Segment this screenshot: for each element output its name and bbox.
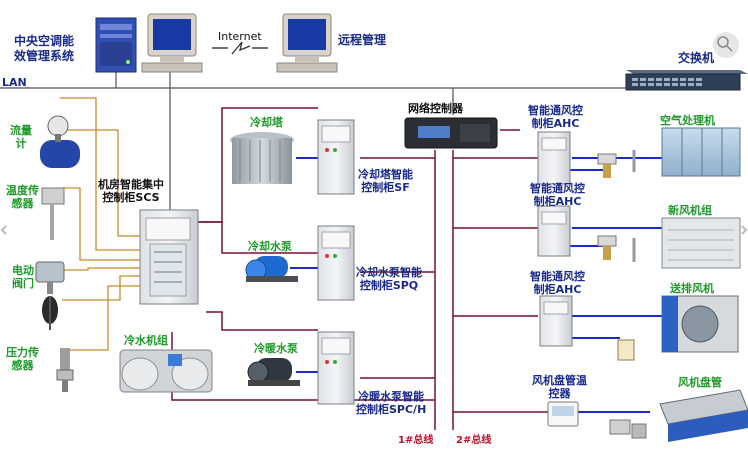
actuator-valve-icon <box>597 235 636 262</box>
server-tower-icon <box>95 17 137 73</box>
switch-label: 交换机 <box>678 51 715 65</box>
zoom-in-icon[interactable] <box>713 32 739 58</box>
flow-meter-icon <box>40 115 80 168</box>
bus1-label: 1#总线 <box>398 435 434 446</box>
cooling-tower-icon <box>230 132 294 184</box>
ahc-cabinet-icon <box>537 205 571 257</box>
internet-bolt-icon <box>231 41 251 55</box>
crt-monitor-icon <box>141 13 203 73</box>
temp-sensor-label: 温度传 感器 <box>6 184 39 210</box>
ahc-cabinet-icon <box>539 295 573 347</box>
cooling-pump-label: 冷却水泵 <box>248 240 292 253</box>
scs-label: 机房智能集中 控制柜SCS <box>98 178 164 204</box>
cooling-tower-label: 冷却塔 <box>250 116 283 129</box>
chilled-pump-icon <box>247 358 300 386</box>
ahc1-label: 智能通风控 制柜AHC <box>528 104 583 130</box>
central-system-label: 中央空调能 效管理系统 <box>14 34 75 63</box>
spc-label: 冷暖水泵智能 控制柜SPC/H <box>356 390 427 416</box>
cooling-pump-icon <box>245 256 298 282</box>
fcu-controller-label: 风机盘管温 控器 <box>532 374 587 400</box>
thermostat-icon <box>547 401 579 427</box>
fcu-valve-icon <box>609 419 647 439</box>
spc-cabinet-icon <box>317 331 355 405</box>
next-arrow-icon[interactable] <box>741 225 748 235</box>
ahc-cabinet-icon <box>537 131 571 185</box>
chilled-pump-label: 冷暖水泵 <box>254 342 298 355</box>
ahu-label: 空气处理机 <box>660 114 715 127</box>
remote-mgmt-label: 远程管理 <box>338 33 387 47</box>
sensor-wiring <box>60 97 140 351</box>
fresh-air-unit-icon <box>661 217 741 269</box>
lan-label: LAN <box>2 76 27 89</box>
spq-cabinet-icon <box>317 225 355 301</box>
control-panel-icon <box>617 339 635 361</box>
ahc3-label: 智能通风控 制柜AHC <box>530 270 585 296</box>
pressure-sensor-icon <box>56 348 74 392</box>
crt-monitor-icon <box>276 13 338 73</box>
fresh-air-label: 新风机组 <box>668 204 712 217</box>
sf-label: 冷却塔智能 控制柜SF <box>358 168 413 194</box>
ahc2-label: 智能通风控 制柜AHC <box>530 182 585 208</box>
network-switch-icon <box>625 70 748 91</box>
prev-arrow-icon[interactable] <box>0 225 7 235</box>
exhaust-fan-icon <box>661 295 739 353</box>
electric-valve-label: 电动 阀门 <box>12 264 34 290</box>
fan-coil-unit-icon <box>659 389 748 442</box>
fcu-label: 风机盘管 <box>678 376 722 389</box>
chiller-icon <box>119 349 213 393</box>
air-handling-unit-icon <box>661 127 741 177</box>
flow-meter-label: 流量 计 <box>10 124 32 150</box>
pressure-sensor-label: 压力传 感器 <box>6 346 39 372</box>
net-controller-label: 网络控制器 <box>408 102 463 115</box>
network-controller-icon <box>404 117 498 149</box>
chiller-label: 冷水机组 <box>124 334 168 347</box>
internet-label: Internet <box>218 30 262 43</box>
actuator-valve-icon <box>597 150 636 178</box>
temperature-sensor-icon <box>41 187 65 240</box>
sf-cabinet-icon <box>317 119 355 195</box>
scs-cabinet-icon <box>139 209 199 305</box>
bus2-label: 2#总线 <box>456 435 492 446</box>
electric-valve-icon <box>35 261 65 330</box>
spq-label: 冷却水泵智能 控制柜SPQ <box>356 266 422 292</box>
exhaust-fan-label: 送排风机 <box>670 282 714 295</box>
